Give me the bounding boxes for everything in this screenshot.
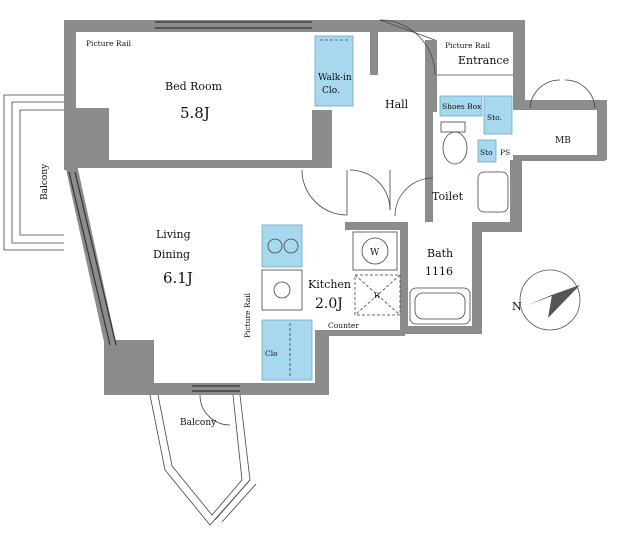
compass: N (512, 269, 581, 331)
living-name-line1: Living (156, 228, 191, 241)
washer-label: W (370, 248, 380, 258)
toilet-bowl (442, 131, 468, 165)
toilet-label: Toilet (432, 190, 464, 203)
washer-box (352, 231, 398, 271)
walkin-closet-line1: Walk-in (318, 73, 352, 83)
bedroom-size-label: 5.8J (180, 104, 210, 122)
picture-rail-bedroom: Picture Rail (86, 39, 132, 48)
storage-small-label: Sto (480, 148, 493, 157)
entrance-label: Entrance (458, 54, 509, 67)
storage-label: Sto. (487, 113, 502, 122)
walls (64, 20, 607, 395)
compass-north-letter: N (512, 300, 522, 313)
ps-label: PS (500, 148, 510, 157)
picture-rail-kitchen: Picture Rail (243, 292, 252, 338)
counter-label: Counter (328, 321, 359, 330)
balcony-bottom (149, 394, 257, 526)
living-name-line2: Dining (153, 248, 190, 261)
closet-label: Clo (265, 349, 278, 358)
mb-label: MB (555, 136, 571, 146)
hall-label: Hall (385, 98, 409, 111)
doors (199, 19, 596, 426)
bath-name-label: Bath (427, 247, 453, 260)
picture-rail-entrance: Picture Rail (445, 41, 491, 50)
storage-small-fill (477, 139, 497, 163)
bedroom-name-label: Bed Room (165, 80, 223, 93)
kitchen-closet-fill (261, 319, 313, 381)
shoes-box-label: Shoes Box (442, 102, 482, 111)
bath-size-label: 1116 (425, 265, 453, 278)
sink (261, 269, 303, 311)
kitchen-name-label: Kitchen (308, 278, 351, 291)
balcony-bottom-label: Balcony (180, 418, 217, 428)
refrigerator-label: R (374, 291, 380, 300)
walkin-closet-fill (314, 35, 354, 107)
balcony-left (3, 94, 64, 251)
living-size-label: 6.1J (163, 269, 193, 287)
kitchen-size-label: 2.0J (315, 296, 343, 312)
refrigerator-box (354, 274, 401, 316)
windows (68, 21, 312, 392)
walkin-closet-line2: Clo. (322, 86, 340, 96)
shoes-box-fill (439, 95, 483, 117)
storage-fill (483, 95, 513, 135)
bathtub (409, 287, 471, 325)
vanity (477, 171, 509, 213)
balcony-left-label: Balcony (40, 163, 50, 200)
